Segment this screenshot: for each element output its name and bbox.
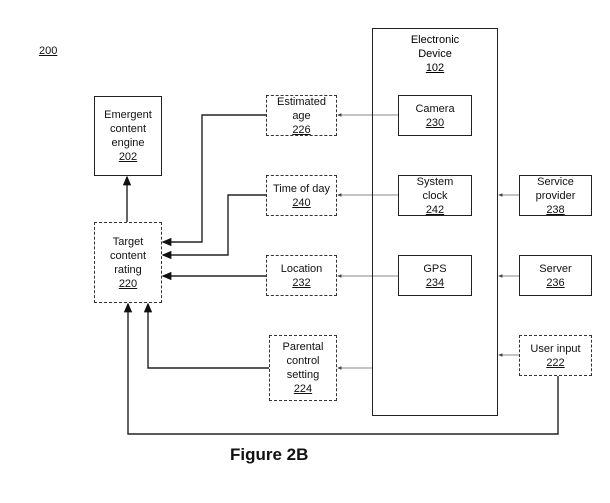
- time-of-day-box: Time of day 240: [266, 175, 337, 216]
- figure-reference-number: 200: [39, 45, 58, 57]
- box-number: 238: [546, 203, 565, 216]
- box-number: 232: [292, 276, 311, 289]
- box-label: System clock: [416, 175, 454, 202]
- system-clock-box: System clock 242: [398, 175, 472, 216]
- figure-caption: Figure 2B: [230, 445, 309, 464]
- box-number: 230: [425, 116, 445, 129]
- box-label: User input: [530, 342, 581, 355]
- arrow-parental-to-target: [143, 302, 269, 369]
- box-number: 202: [118, 151, 138, 163]
- box-number: 226: [292, 123, 311, 136]
- box-number: 220: [118, 277, 138, 290]
- box-label: GPS: [423, 262, 447, 275]
- box-label: Emergent content engine: [104, 109, 152, 149]
- box-label: Location: [280, 262, 323, 275]
- server-box: Server 236: [519, 255, 592, 296]
- device-number: 102: [425, 62, 445, 74]
- electronic-device-box: Electronic Device 102: [372, 28, 498, 416]
- gps-box: GPS 234: [398, 255, 472, 296]
- emergent-engine-box: Emergent content engine 202: [94, 96, 162, 176]
- box-number: 224: [293, 383, 313, 395]
- box-label: Estimated age: [277, 95, 326, 122]
- arrow-userinput-to-target: [123, 302, 559, 435]
- box-number: 240: [292, 196, 311, 209]
- box-number: 236: [546, 276, 565, 289]
- box-number: 234: [425, 276, 445, 289]
- parental-control-box: Parental control setting 224: [269, 335, 337, 401]
- arrow-time-to-target: [161, 194, 266, 260]
- target-rating-box: Target content rating 220: [94, 222, 162, 303]
- location-box: Location 232: [266, 255, 337, 296]
- service-provider-box: Service provider 238: [519, 175, 592, 216]
- box-label: Target content rating: [109, 235, 147, 276]
- box-label: Parental control setting: [282, 341, 324, 381]
- user-input-box: User input 222: [519, 335, 592, 376]
- box-label: Camera: [415, 102, 455, 115]
- box-label: Service provider: [535, 175, 576, 202]
- box-label: Server: [539, 262, 572, 275]
- camera-box: Camera 230: [398, 95, 472, 136]
- box-number: 242: [425, 203, 445, 216]
- estimated-age-box: Estimated age 226: [266, 95, 337, 136]
- arrow-age-to-target: [161, 114, 266, 247]
- box-number: 222: [546, 356, 565, 369]
- box-label: Time of day: [272, 182, 331, 195]
- device-label: Electronic Device: [410, 34, 460, 60]
